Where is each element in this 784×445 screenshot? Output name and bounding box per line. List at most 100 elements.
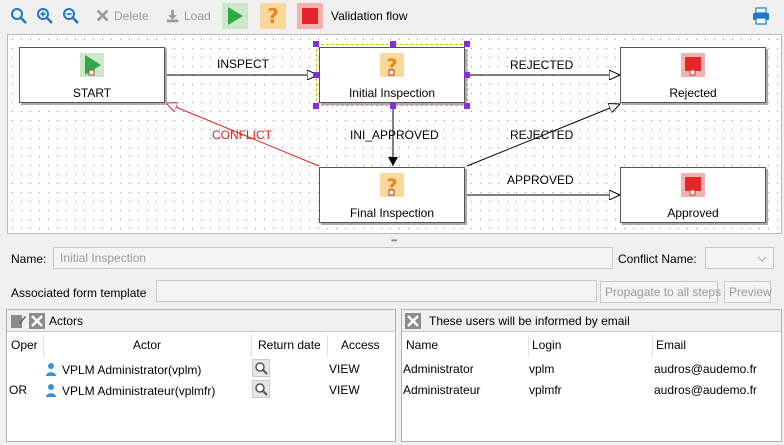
stop-step-icon bbox=[302, 8, 318, 24]
column-divider bbox=[251, 335, 252, 357]
column-header-login[interactable]: Login bbox=[532, 338, 562, 352]
column-header-access[interactable]: Access bbox=[341, 338, 380, 352]
actor-name: VPLM Administrator(vplm) bbox=[62, 363, 202, 377]
column-header-email[interactable]: Email bbox=[656, 338, 687, 352]
print-button[interactable] bbox=[752, 7, 770, 25]
load-icon bbox=[166, 9, 179, 23]
node-start[interactable]: START bbox=[19, 47, 165, 103]
column-header-oper[interactable]: Oper bbox=[11, 338, 38, 352]
recipient-email-cell: audros@audemo.fr bbox=[654, 383, 757, 397]
table-row[interactable]: Administrator vplm audros@audemo.fr bbox=[402, 358, 781, 379]
node-final-inspection[interactable]: ? Final Inspection bbox=[319, 167, 465, 223]
conflict-name-label: Conflict Name: bbox=[618, 252, 697, 266]
edge-label-approved: APPROVED bbox=[507, 173, 574, 187]
chevron-down-icon bbox=[757, 256, 767, 262]
zoom-icon bbox=[11, 8, 27, 24]
email-panel-header: These users will be informed by email bbox=[402, 310, 781, 332]
column-divider bbox=[327, 335, 328, 357]
diagram-title: Validation flow bbox=[331, 9, 408, 23]
node-initial-inspection[interactable]: ? Initial Inspection bbox=[319, 47, 465, 103]
magnifier-icon bbox=[255, 383, 268, 396]
edge-label-rejected-1: REJECTED bbox=[510, 58, 574, 72]
toolbar: Delete Load ? Validation flow bbox=[0, 0, 784, 32]
return-date-picker[interactable] bbox=[252, 380, 270, 398]
resize-handle[interactable] bbox=[313, 41, 319, 47]
user-icon bbox=[46, 384, 56, 397]
node-rejected-label: Rejected bbox=[669, 86, 717, 100]
recipient-name-cell: Administrateur bbox=[403, 383, 481, 397]
column-header-actor[interactable]: Actor bbox=[133, 338, 162, 352]
start-node-icon bbox=[80, 53, 104, 77]
resize-handle[interactable] bbox=[390, 103, 396, 109]
template-field[interactable] bbox=[156, 280, 597, 302]
edge-label-inspect: INSPECT bbox=[217, 57, 270, 71]
node-approved[interactable]: Approved bbox=[620, 167, 766, 223]
zoom-button[interactable] bbox=[10, 7, 28, 25]
recipient-name-cell: Administrator bbox=[403, 362, 474, 376]
resize-handle[interactable] bbox=[464, 72, 470, 78]
edge-conflict bbox=[166, 103, 320, 167]
stop-node-icon bbox=[681, 173, 705, 197]
workflow-canvas[interactable]: INSPECT REJECTED INI_APPROVED CONFLICT R… bbox=[7, 34, 782, 234]
recipient-login-cell: vplm bbox=[529, 362, 555, 376]
zoom-out-button[interactable] bbox=[62, 7, 80, 25]
edge-rejected-2 bbox=[466, 104, 620, 167]
add-question-step-button[interactable]: ? bbox=[260, 3, 286, 29]
actor-name: VPLM Administrateur(vplmfr) bbox=[62, 384, 216, 398]
return-date-picker[interactable] bbox=[252, 359, 270, 377]
user-icon bbox=[46, 363, 56, 376]
access-cell: VIEW bbox=[329, 362, 360, 376]
delete-button[interactable]: Delete bbox=[95, 8, 149, 24]
add-start-step-button[interactable] bbox=[222, 3, 248, 29]
email-panel-title: These users will be informed by email bbox=[429, 313, 630, 328]
splitter-grip[interactable]: ••• bbox=[391, 236, 397, 245]
table-row[interactable]: VPLM Administrator(vplm) VIEW bbox=[7, 358, 395, 379]
zoom-in-button[interactable] bbox=[36, 7, 54, 25]
node-start-label: START bbox=[72, 86, 112, 100]
zoom-out-icon bbox=[63, 8, 79, 24]
actors-panel: Actors Oper Actor Return date Access VPL… bbox=[6, 309, 396, 442]
svg-text:?: ? bbox=[386, 55, 397, 77]
resize-handle[interactable] bbox=[313, 103, 319, 109]
load-label: Load bbox=[184, 9, 211, 23]
resize-handle[interactable] bbox=[313, 72, 319, 78]
node-approved-label: Approved bbox=[667, 206, 719, 220]
edges-layer bbox=[8, 35, 783, 235]
stop-node-icon bbox=[681, 53, 705, 77]
column-divider bbox=[528, 335, 529, 357]
load-button[interactable]: Load bbox=[165, 8, 211, 24]
column-divider bbox=[43, 335, 44, 357]
edge-label-rejected-2: REJECTED bbox=[510, 128, 574, 142]
propagate-button[interactable]: Propagate to all steps bbox=[600, 281, 721, 303]
column-header-return-date[interactable]: Return date bbox=[258, 338, 321, 352]
node-rejected[interactable]: Rejected bbox=[620, 47, 766, 103]
question-node-icon: ? bbox=[380, 173, 404, 197]
resize-handle[interactable] bbox=[464, 103, 470, 109]
name-field[interactable]: Initial Inspection bbox=[53, 247, 613, 269]
conflict-name-select[interactable] bbox=[705, 247, 774, 269]
remove-recipient-icon[interactable] bbox=[405, 312, 421, 329]
column-header-name[interactable]: Name bbox=[406, 338, 439, 352]
remove-actor-icon[interactable] bbox=[29, 312, 45, 329]
magnifier-icon bbox=[255, 362, 268, 375]
resize-handle[interactable] bbox=[390, 41, 396, 47]
template-label: Associated form template bbox=[11, 286, 147, 300]
table-row[interactable]: OR VPLM Administrateur(vplmfr) VIEW bbox=[7, 379, 395, 400]
actors-panel-header: Actors bbox=[7, 310, 395, 332]
access-cell: VIEW bbox=[329, 383, 360, 397]
delete-label: Delete bbox=[114, 9, 149, 23]
node-initial-inspection-label: Initial Inspection bbox=[348, 86, 436, 100]
recipient-email-cell: audros@audemo.fr bbox=[654, 362, 757, 376]
preview-button[interactable]: Preview bbox=[724, 281, 772, 303]
actor-cell: VPLM Administrateur(vplmfr) bbox=[45, 383, 215, 398]
actor-cell: VPLM Administrator(vplm) bbox=[45, 362, 201, 377]
edit-actors-icon[interactable] bbox=[10, 313, 26, 329]
resize-handle[interactable] bbox=[464, 41, 470, 47]
oper-cell: OR bbox=[9, 383, 27, 397]
node-final-inspection-label: Final Inspection bbox=[349, 206, 435, 220]
add-stop-step-button[interactable] bbox=[297, 3, 323, 29]
zoom-in-icon bbox=[37, 8, 53, 24]
edge-label-conflict: CONFLICT bbox=[212, 128, 272, 142]
table-row[interactable]: Administrateur vplmfr audros@audemo.fr bbox=[402, 379, 781, 400]
edge-label-ini-approved: INI_APPROVED bbox=[350, 128, 439, 142]
